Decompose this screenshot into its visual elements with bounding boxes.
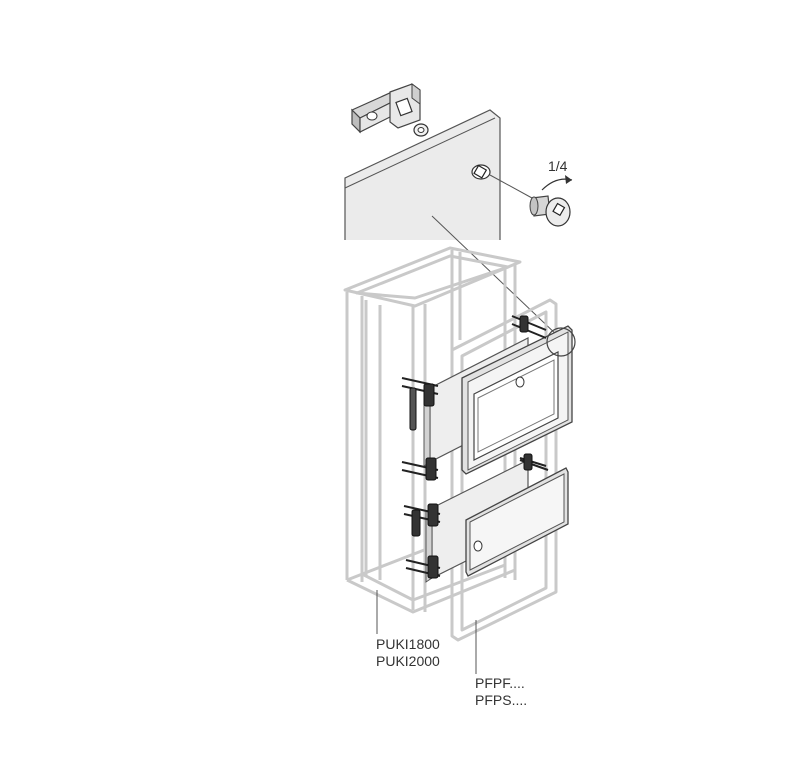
upper-cover-plate [461, 325, 573, 475]
cabinet-frame [343, 246, 522, 614]
cover-lock-icon [473, 540, 483, 552]
part-label-puki1800: PUKI1800 [376, 636, 440, 652]
part-label-pfps: PFPS.... [475, 692, 528, 708]
bracket-clamp-icon [409, 315, 533, 579]
detail-panel [344, 109, 533, 240]
part-label-puki2000: PUKI2000 [376, 653, 440, 669]
part-label-pfpf: PFPF.... [475, 675, 525, 691]
rotation-label: 1/4 [548, 158, 568, 174]
lower-cover-plate [465, 467, 569, 577]
hinge-bracket-icon [350, 83, 421, 134]
quarter-turn-screw-icon [529, 195, 571, 227]
panel-hole-icon [471, 164, 491, 180]
detail-leader-line [431, 215, 561, 339]
cover-lock-icon [515, 376, 525, 388]
detail-callout-circle [546, 327, 576, 357]
washer-icon [413, 123, 429, 137]
rotation-arrow-icon [541, 175, 573, 191]
